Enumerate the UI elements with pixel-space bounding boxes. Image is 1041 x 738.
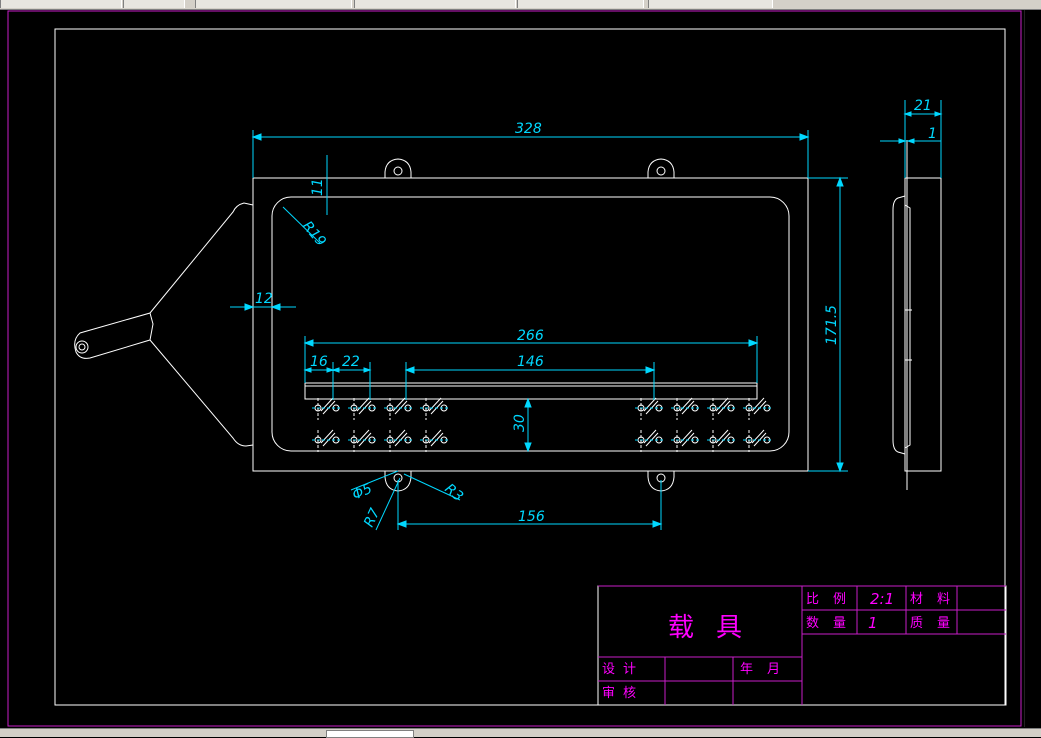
dimension-lug-spacing: 156 (518, 509, 545, 525)
title-block-reviewer-label: 审核 (602, 686, 644, 701)
clip-spring (428, 397, 444, 415)
clip-spring (643, 429, 659, 447)
clip-spring (715, 429, 731, 447)
clip-spring (320, 397, 336, 415)
vertical-scrollbar[interactable] (1024, 10, 1041, 727)
dimension-pitch-b: 22 (342, 354, 360, 370)
side-view (892, 140, 942, 490)
handle-hole (75, 340, 89, 354)
dimension-side-thickness: 21 (914, 98, 932, 114)
mounting-lug (384, 158, 412, 178)
title-block: 载具 比例 2:1 材料 数量 1 质量 设计 审核 年月 (597, 585, 1007, 706)
title-block-scale-value: 2:1 (870, 590, 894, 608)
status-strip (0, 728, 1041, 738)
front-view (74, 158, 809, 492)
clip-spring (392, 429, 408, 447)
clip-spring (356, 397, 372, 415)
dimension-side-step: 1 (928, 126, 937, 142)
clip-spring (751, 429, 767, 447)
clip-spring (715, 397, 731, 415)
dimension-layer: 328 171.5 11 R19 12 266 16 22 (230, 98, 943, 531)
toolbar-segment[interactable] (517, 0, 644, 8)
tray-outer-outline (252, 177, 809, 472)
title-block-quantity-label: 数量 (806, 616, 860, 631)
toolbar-segment[interactable] (648, 0, 773, 8)
clip-spring (679, 429, 695, 447)
handle-outline (74, 202, 254, 447)
title-block-scale-label: 比例 (806, 592, 860, 607)
dimension-radius-3: R3 (441, 481, 466, 505)
toolbar-segment[interactable] (0, 0, 122, 8)
side-view-body (904, 177, 942, 472)
clip-spring (428, 429, 444, 447)
dimension-wall-left: 12 (255, 291, 273, 307)
dimension-corner-radius: R19 (299, 218, 329, 249)
dimension-width-overall: 328 (515, 121, 542, 137)
handle-hole-inner (78, 343, 86, 351)
toolbar-segment[interactable] (195, 0, 352, 8)
title-block-title: 载具 (668, 613, 764, 643)
dimension-bar-length: 266 (517, 328, 544, 344)
mounting-lug (647, 158, 675, 178)
lug-hole (393, 166, 403, 176)
clip-spring (679, 397, 695, 415)
toolbar-segment[interactable] (123, 0, 185, 8)
title-block-designer-label: 设计 (602, 662, 644, 677)
clip-spring (356, 429, 372, 447)
clip-spring (751, 397, 767, 415)
title-block-weight-label: 质量 (910, 616, 964, 631)
dimension-group-spacing: 146 (517, 354, 544, 370)
drawing-frame (54, 28, 1006, 706)
lug-hole (656, 166, 666, 176)
dimension-hole-dia: Φ5 (350, 481, 375, 504)
dimension-inner-offset-top: 11 (310, 178, 326, 196)
clip-spring (320, 429, 336, 447)
dimension-radius-7: R7 (361, 506, 383, 530)
toolbar-strip (0, 0, 1041, 10)
toolbar-segment[interactable] (354, 0, 516, 8)
title-block-material-label: 材料 (910, 592, 964, 607)
clip-spring (643, 397, 659, 415)
title-block-quantity-value: 1 (868, 614, 878, 632)
handle-neck (149, 312, 154, 341)
dimension-pitch-a: 16 (310, 354, 328, 370)
tray-inner-pocket (271, 196, 790, 452)
dimension-bar-drop: 30 (512, 414, 528, 432)
side-view-profile (892, 195, 906, 455)
cross-bar (304, 382, 758, 400)
clip-spring (392, 397, 408, 415)
dimension-height-overall: 171.5 (824, 305, 840, 345)
spring-clip-group (312, 397, 773, 452)
sheet-outer-border (7, 10, 1022, 727)
title-block-date-label: 年月 (740, 662, 794, 677)
